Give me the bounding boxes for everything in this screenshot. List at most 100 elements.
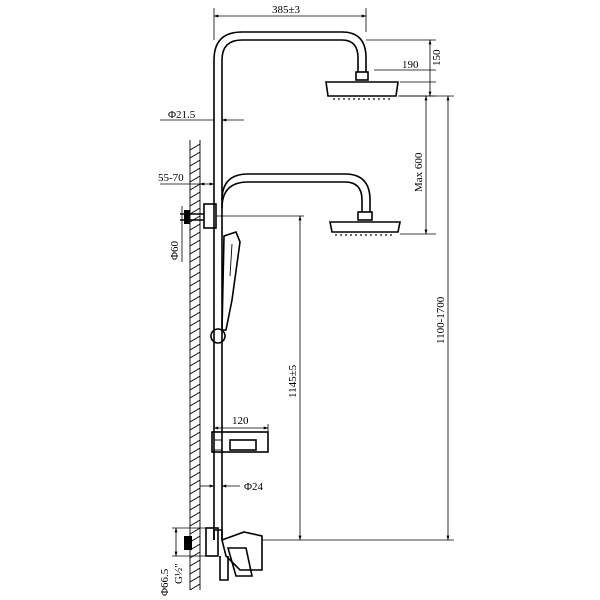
- hatch-stroke: [189, 511, 201, 519]
- hatch-stroke: [189, 303, 201, 311]
- nozzle-dot: [378, 98, 380, 100]
- nozzle-dot: [370, 234, 372, 236]
- nozzle-dot: [373, 98, 375, 100]
- hatch-stroke: [189, 143, 201, 151]
- hatch-stroke: [189, 343, 201, 351]
- hatch-stroke: [189, 471, 201, 479]
- hatch-stroke: [189, 287, 201, 295]
- nozzle-dot: [363, 98, 365, 100]
- hatch-stroke: [189, 559, 201, 567]
- hatch-stroke: [189, 151, 201, 159]
- label-total-height: 1100-1700: [435, 296, 447, 344]
- hatch-stroke: [189, 567, 201, 575]
- hatch-stroke: [189, 479, 201, 487]
- label-head-diameter: 190: [402, 59, 419, 71]
- hatch-stroke: [189, 231, 201, 239]
- hatch-stroke: [189, 239, 201, 247]
- nozzle-dot: [355, 234, 357, 236]
- hatch-stroke: [189, 271, 201, 279]
- hatch-stroke: [189, 391, 201, 399]
- label-outlet-height: 1145±5: [287, 364, 299, 398]
- nozzle-dot: [380, 234, 382, 236]
- nozzle-dot: [333, 98, 335, 100]
- label-diameter-60: Φ60: [169, 240, 181, 260]
- hatch-stroke: [189, 183, 201, 191]
- hatch-stroke: [189, 263, 201, 271]
- lower-shower-arm: [221, 173, 371, 212]
- hatch-stroke: [189, 223, 201, 231]
- label-thread: G½": [173, 563, 185, 584]
- hatch-stroke: [189, 319, 201, 327]
- hatch-stroke: [189, 439, 201, 447]
- nozzle-dot: [383, 98, 385, 100]
- hatch-stroke: [189, 503, 201, 511]
- hatch-stroke: [189, 575, 201, 583]
- hatch-stroke: [189, 375, 201, 383]
- hatch-stroke: [189, 167, 201, 175]
- label-max-height: Max 600: [413, 152, 425, 192]
- hatch-stroke: [189, 527, 201, 535]
- nozzle-dot: [340, 234, 342, 236]
- label-top-width: 385±3: [272, 4, 301, 16]
- wall-hatch: [189, 140, 201, 591]
- hatch-stroke: [189, 519, 201, 527]
- hatch-stroke: [189, 295, 201, 303]
- hatch-stroke: [189, 199, 201, 207]
- hatch-stroke: [189, 583, 201, 591]
- hatch-stroke: [189, 311, 201, 319]
- hatch-stroke: [189, 191, 201, 199]
- hatch-stroke: [189, 159, 201, 167]
- label-head-height: 150: [431, 49, 443, 66]
- nozzle-dot: [365, 234, 367, 236]
- dimension-lines: [160, 8, 454, 557]
- hatch-stroke: [189, 175, 201, 183]
- soap-shelf: [211, 431, 269, 453]
- hatch-stroke: [189, 431, 201, 439]
- nozzle-dot: [343, 98, 345, 100]
- top-shower-head: [325, 71, 399, 100]
- hatch-stroke: [189, 255, 201, 263]
- nozzle-dot: [385, 234, 387, 236]
- nozzle-dot: [388, 98, 390, 100]
- nozzle-dot: [338, 98, 340, 100]
- nozzle-dot: [345, 234, 347, 236]
- hatch-stroke: [189, 495, 201, 503]
- nozzle-dot: [390, 234, 392, 236]
- hatch-stroke: [189, 415, 201, 423]
- hatch-stroke: [189, 207, 201, 215]
- hatch-stroke: [189, 367, 201, 375]
- hatch-stroke: [189, 215, 201, 223]
- hatch-stroke: [189, 447, 201, 455]
- lower-shower-head: [329, 211, 401, 236]
- hatch-stroke: [189, 551, 201, 559]
- hatch-stroke: [189, 383, 201, 391]
- nozzle-dot: [353, 98, 355, 100]
- riser-pipe: [213, 31, 367, 540]
- hatch-stroke: [189, 407, 201, 415]
- upper-valve: [180, 203, 217, 229]
- hatch-stroke: [189, 247, 201, 255]
- mixer-valve: [184, 527, 263, 581]
- hatch-stroke: [189, 455, 201, 463]
- hatch-stroke: [189, 399, 201, 407]
- label-pipe-diameter: Φ21.5: [168, 109, 196, 121]
- label-escutcheon-diameter: Φ66.5: [159, 568, 171, 596]
- hand-shower: [210, 231, 241, 344]
- label-wall-distance: 55-70: [158, 172, 184, 184]
- hatch-stroke: [189, 423, 201, 431]
- hatch-stroke: [189, 335, 201, 343]
- hatch-stroke: [189, 463, 201, 471]
- nozzle-dot: [360, 234, 362, 236]
- hatch-stroke: [189, 487, 201, 495]
- hatch-stroke: [189, 327, 201, 335]
- nozzle-dot: [375, 234, 377, 236]
- nozzle-dot: [358, 98, 360, 100]
- nozzle-dot: [348, 98, 350, 100]
- hatch-stroke: [189, 359, 201, 367]
- nozzle-dot: [350, 234, 352, 236]
- hatch-stroke: [189, 351, 201, 359]
- nozzle-dot: [368, 98, 370, 100]
- label-hose-diameter: Φ24: [244, 481, 264, 493]
- nozzle-dot: [335, 234, 337, 236]
